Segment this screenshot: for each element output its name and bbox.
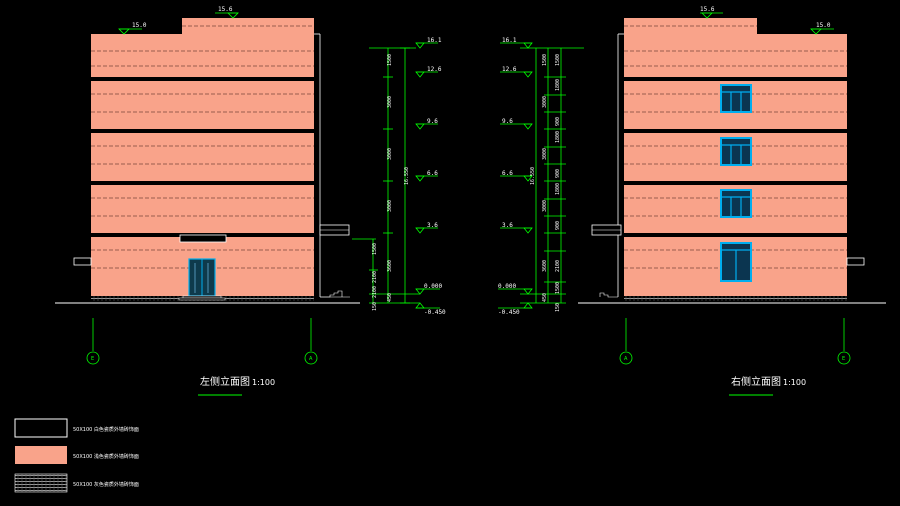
- right-dim-total: 16.550: [530, 167, 536, 185]
- left-floor-band: [91, 181, 314, 185]
- right-window: [720, 242, 752, 282]
- right-level-mark: 12.6: [502, 66, 517, 73]
- legend-swatch-hatch: [14, 473, 68, 493]
- left-elevation-scale: 1:100: [252, 378, 275, 387]
- left-dim-total: 16.550: [404, 167, 410, 185]
- left-level-mark: 16.1: [427, 37, 442, 44]
- right-dim: 3600: [542, 260, 548, 272]
- right-level-mark: -0.450: [498, 309, 520, 316]
- right-floor-band: [624, 233, 847, 237]
- left-dim: 3000: [387, 148, 393, 160]
- left-elevation: 15.0 15.6 16.1: [55, 6, 446, 396]
- right-dim: 3000: [542, 96, 548, 108]
- left-level-mark: 0.000: [424, 283, 442, 290]
- right-dim-inner: 150: [555, 303, 561, 312]
- legend-label: 50X100 白色瓷质外墙砖饰面: [73, 426, 139, 433]
- right-elevation-title: 右侧立面图: [731, 375, 781, 388]
- right-axis-e: E: [842, 356, 845, 362]
- right-floor-band: [624, 181, 847, 185]
- left-elevation-title: 左侧立面图: [200, 375, 250, 388]
- left-side-canopy: [73, 257, 92, 266]
- right-level-mark: 16.1: [502, 37, 517, 44]
- legend-swatch-facade: [15, 446, 67, 464]
- left-roof-level-low: 15.0: [132, 22, 147, 29]
- left-dim: 3600: [387, 260, 393, 272]
- left-level-mark: 3.6: [427, 222, 438, 229]
- left-dim-inner: 2100: [372, 286, 378, 298]
- right-roof-level-high: 15.6: [700, 6, 715, 13]
- left-dim-inner: 1500: [372, 243, 378, 255]
- legend-label: 50X100 灰色瓷质外墙砖饰面: [73, 481, 139, 488]
- right-base-hatch: [624, 296, 847, 301]
- left-floor-band: [91, 129, 314, 133]
- right-elevation: 15.6 15.0: [498, 6, 886, 396]
- right-window: [720, 189, 752, 218]
- right-facade-parapet: [624, 18, 757, 36]
- right-dim-inner: 1500: [555, 54, 561, 66]
- left-dim: 450: [387, 293, 393, 302]
- right-dim-inner: 900: [555, 169, 561, 178]
- left-level-mark: 9.6: [427, 118, 438, 125]
- left-dim: 3000: [387, 96, 393, 108]
- right-dim: 3000: [542, 148, 548, 160]
- right-roof-level-low: 15.0: [816, 22, 831, 29]
- right-floor-band: [624, 129, 847, 133]
- right-dim-inner: 900: [555, 221, 561, 230]
- right-level-mark: 9.6: [502, 118, 513, 125]
- left-floor-band: [91, 77, 314, 81]
- left-axis-a: A: [309, 356, 313, 362]
- right-dim: 3000: [542, 200, 548, 212]
- left-dim: 1500: [387, 54, 393, 66]
- right-elevation-scale: 1:100: [783, 378, 806, 387]
- right-dim: 450: [542, 293, 548, 302]
- left-facade-main: [91, 34, 314, 296]
- left-dim-inner: 150: [372, 302, 378, 311]
- left-dim-inner: 2100: [372, 271, 378, 283]
- left-facade-parapet: [182, 18, 314, 36]
- left-roof-level-high: 15.6: [218, 6, 233, 13]
- right-window: [720, 84, 752, 113]
- right-side-canopy-right: [846, 257, 865, 266]
- right-floor-band: [624, 77, 847, 81]
- right-level-mark: 3.6: [502, 222, 513, 229]
- left-axis-e: E: [91, 356, 94, 362]
- right-axis-a: A: [624, 356, 628, 362]
- right-dim-inner: 900: [555, 117, 561, 126]
- right-dim-inner: 2100: [555, 260, 561, 272]
- right-dim: 1500: [542, 54, 548, 66]
- legend: 50X100 白色瓷质外墙砖饰面 50X100 浅色瓷质外墙砖饰面 50X100…: [14, 418, 139, 493]
- left-level-mark: 6.6: [427, 170, 438, 177]
- left-door-canopy: [179, 234, 227, 243]
- right-dim-inner: 1800: [555, 183, 561, 195]
- right-level-mark: 6.6: [502, 170, 513, 177]
- left-level-mark: -0.450: [424, 309, 446, 316]
- left-dim: 3000: [387, 200, 393, 212]
- left-level-mark: 12.6: [427, 66, 442, 73]
- right-dim-inner: 1800: [555, 79, 561, 91]
- right-dim-inner: 1800: [555, 131, 561, 143]
- legend-label: 50X100 浅色瓷质外墙砖饰面: [73, 453, 139, 460]
- right-level-mark: 0.000: [498, 283, 516, 290]
- right-window: [720, 137, 752, 166]
- legend-swatch-outline: [14, 418, 68, 438]
- right-dim-inner: 1500: [555, 282, 561, 294]
